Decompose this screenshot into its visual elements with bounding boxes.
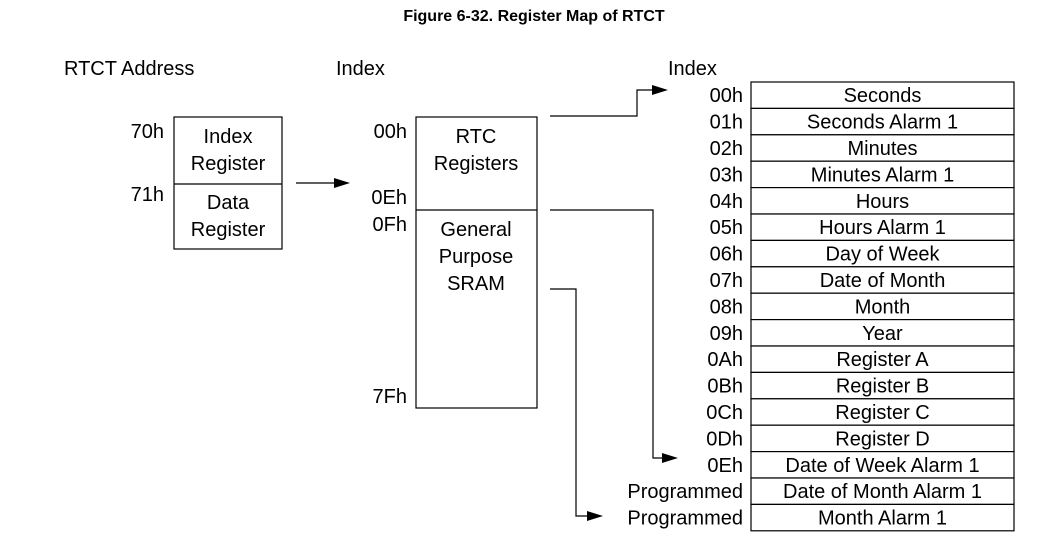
table-row <box>750 319 1015 347</box>
index-register-line1: Index <box>204 126 253 148</box>
mid-index-0eh: 0Eh <box>371 187 407 209</box>
connector-rtc-to-00h <box>550 89 652 117</box>
table-row <box>750 187 1015 215</box>
register-name: Minutes Alarm 1 <box>811 164 954 186</box>
mid-index-header: Index <box>336 58 385 80</box>
register-name: Seconds <box>844 85 922 107</box>
register-index: 0Ch <box>706 402 743 424</box>
register-name: Register C <box>835 402 929 424</box>
register-index: 03h <box>710 164 743 186</box>
register-index: 0Bh <box>707 376 743 398</box>
register-name: Month Alarm 1 <box>818 508 947 530</box>
register-name: Date of Week Alarm 1 <box>785 455 979 477</box>
register-name: Day of Week <box>825 244 940 266</box>
right-index-header: Index <box>668 58 717 80</box>
table-row <box>750 451 1015 479</box>
register-index: 02h <box>710 138 743 160</box>
register-index: 01h <box>710 112 743 134</box>
register-name: Date of Month Alarm 1 <box>783 481 982 503</box>
connector-sram-to-programmed <box>550 288 587 517</box>
register-name: Hours Alarm 1 <box>819 217 946 239</box>
connector-sram-to-0eh-head <box>662 453 678 463</box>
register-index: 0Eh <box>707 455 743 477</box>
table-row <box>750 239 1015 268</box>
register-name: Register A <box>836 349 929 371</box>
register-index: 00h <box>710 85 743 107</box>
register-index: 0Dh <box>706 428 743 450</box>
table-row <box>750 398 1015 426</box>
register-index: 07h <box>710 270 743 292</box>
data-register-line1: Data <box>207 192 250 214</box>
table-row <box>750 213 1015 241</box>
figure-title: Figure 6-32. Register Map of RTCT <box>403 8 665 25</box>
arrow-rtct-to-index-head <box>334 178 350 188</box>
sram-line3: SRAM <box>447 273 505 295</box>
register-index: Programmed <box>627 508 743 530</box>
table-row <box>750 371 1015 400</box>
rtc-registers-line1: RTC <box>456 126 497 148</box>
register-name: Year <box>862 323 903 345</box>
addr-70h: 70h <box>131 121 164 143</box>
mid-index-0fh: 0Fh <box>373 214 407 236</box>
index-space-box <box>415 116 538 409</box>
register-name: Month <box>855 296 911 318</box>
table-row <box>750 503 1015 532</box>
index-register-line2: Register <box>191 153 266 175</box>
rtct-register-box <box>173 116 283 250</box>
register-name: Minutes <box>847 138 917 160</box>
table-row <box>750 81 1015 109</box>
register-index: 09h <box>710 323 743 345</box>
table-row <box>750 345 1015 373</box>
register-index: Programmed <box>627 481 743 503</box>
table-row <box>750 477 1015 505</box>
table-row <box>750 424 1015 453</box>
register-name: Register D <box>835 428 929 450</box>
register-name: Hours <box>856 191 909 213</box>
rtc-registers-line2: Registers <box>434 153 518 175</box>
connector-rtc-to-00h-head <box>652 85 668 95</box>
mid-index-00h: 00h <box>374 121 407 143</box>
sram-line1: General <box>440 219 511 241</box>
register-index: 0Ah <box>707 349 743 371</box>
sram-line2: Purpose <box>439 246 514 268</box>
data-register-line2: Register <box>191 219 266 241</box>
mid-index-7fh: 7Fh <box>373 386 407 408</box>
register-name: Date of Month <box>820 270 946 292</box>
connector-sram-to-programmed-head <box>587 511 603 521</box>
table-row <box>750 266 1015 294</box>
rtct-address-header: RTCT Address <box>64 58 194 80</box>
register-index: 05h <box>710 217 743 239</box>
register-name: Register B <box>836 376 929 398</box>
register-index: 04h <box>710 191 743 213</box>
register-index: 08h <box>710 296 743 318</box>
register-name: Seconds Alarm 1 <box>807 112 958 134</box>
register-index: 06h <box>710 244 743 266</box>
addr-71h: 71h <box>131 184 164 206</box>
connector-sram-to-0eh <box>550 209 662 459</box>
